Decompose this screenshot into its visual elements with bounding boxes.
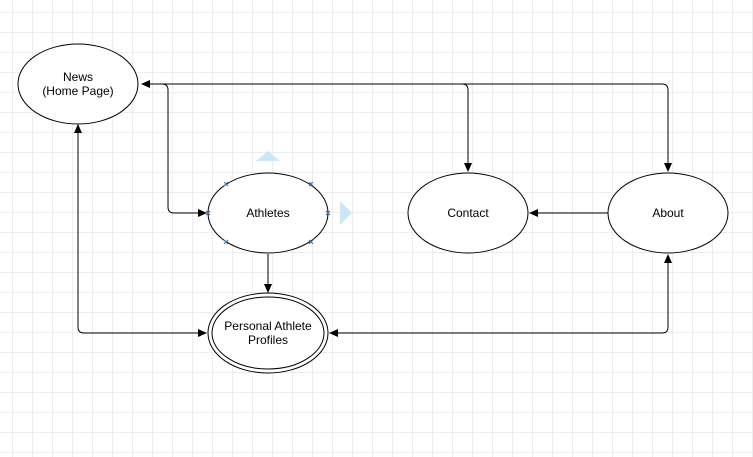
edge-news-profiles[interactable]: [74, 124, 207, 337]
node-about[interactable]: About: [607, 172, 729, 254]
node-news-label-line2: (Home Page): [42, 84, 113, 98]
edge-news-athletes[interactable]: [142, 83, 207, 217]
handle-bottom-left[interactable]: [223, 239, 229, 245]
node-contact[interactable]: Contact: [407, 172, 529, 254]
connect-arrow-up-icon[interactable]: [256, 151, 280, 161]
edge-to-contact[interactable]: [461, 83, 472, 172]
node-athletes-label: Athletes: [246, 206, 289, 220]
node-contact-label: Contact: [447, 206, 489, 220]
handle-top-right[interactable]: [308, 181, 314, 187]
node-profiles-label-line2: Profiles: [248, 333, 288, 347]
connect-arrow-right-icon[interactable]: [340, 201, 352, 225]
handle-left[interactable]: [205, 210, 211, 216]
handle-top-left[interactable]: [223, 181, 229, 187]
edge-news-about[interactable]: [141, 80, 672, 172]
node-about-label: About: [652, 206, 684, 220]
edge-profiles-about[interactable]: [329, 254, 672, 337]
node-profiles-label-line1: Personal Athlete: [224, 319, 312, 333]
selection-handles[interactable]: [205, 181, 331, 245]
node-athletes[interactable]: Athletes: [207, 172, 329, 254]
handle-bottom-right[interactable]: [308, 239, 314, 245]
node-news-label-line1: News: [63, 70, 93, 84]
handle-right[interactable]: [325, 210, 331, 216]
node-profiles[interactable]: Personal Athlete Profiles: [207, 292, 329, 374]
node-news[interactable]: News (Home Page): [17, 43, 139, 125]
